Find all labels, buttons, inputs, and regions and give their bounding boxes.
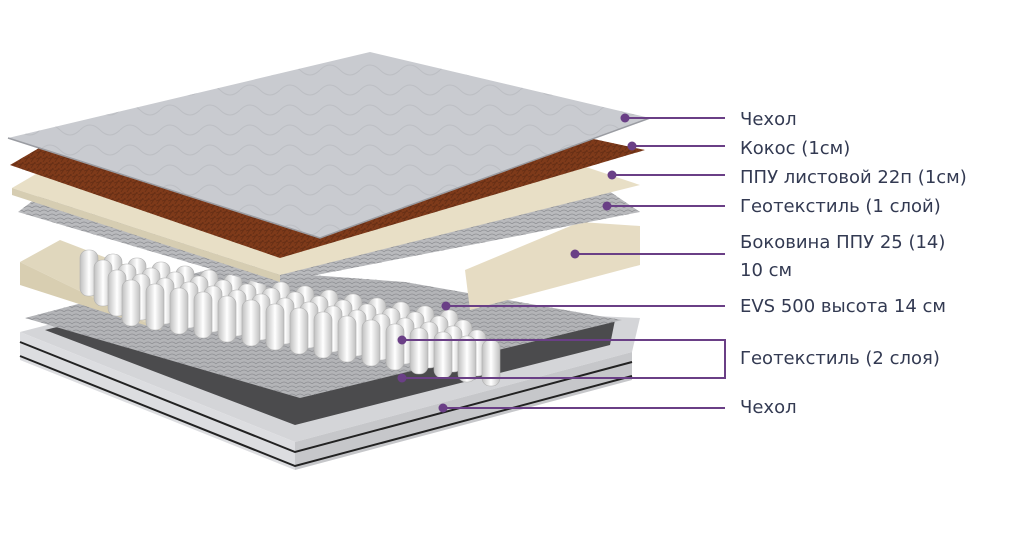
label-side-foam: Боковина ППУ 25 (14) bbox=[740, 232, 946, 253]
spring-pocket bbox=[193, 291, 213, 339]
label-side-foam-height: 10 см bbox=[740, 260, 793, 281]
label-geotextile-1: Геотекстиль (1 слой) bbox=[740, 196, 941, 217]
leader-dot bbox=[627, 141, 637, 151]
spring-pocket bbox=[457, 335, 477, 383]
leader-dot bbox=[397, 335, 407, 345]
top-cover-quilt bbox=[8, 52, 650, 238]
leader-dot bbox=[438, 403, 448, 413]
foam-sheet-edge bbox=[12, 188, 280, 282]
side-foam-right-top bbox=[465, 222, 640, 310]
top-cover-layer bbox=[7, 52, 651, 239]
top-cover-edge bbox=[7, 117, 651, 239]
leader-dot bbox=[441, 301, 451, 311]
label-cover-top: Чехол bbox=[740, 109, 797, 130]
leader-dot bbox=[607, 170, 617, 180]
base-side-left bbox=[20, 332, 295, 470]
label-coconut: Кокос (1см) bbox=[740, 138, 851, 159]
leader-dot bbox=[397, 373, 407, 383]
label-springs: EVS 500 высота 14 см bbox=[740, 296, 946, 317]
leader-geotextile-2 bbox=[402, 339, 726, 379]
spring-pocket bbox=[265, 303, 285, 351]
base-side-right bbox=[295, 352, 632, 470]
spring-pocket bbox=[385, 323, 405, 371]
base-stripe-1 bbox=[19, 341, 633, 454]
spring-pocket bbox=[217, 295, 237, 343]
spring-pocket bbox=[481, 339, 501, 387]
spring-pocket bbox=[121, 279, 141, 327]
spring-pocket bbox=[337, 315, 357, 363]
leader-dot bbox=[602, 201, 612, 211]
spring-pocket bbox=[241, 299, 261, 347]
spring-pocket bbox=[289, 307, 309, 355]
base-stripe-2 bbox=[19, 355, 633, 468]
label-geotextile-2: Геотекстиль (2 слоя) bbox=[740, 348, 940, 369]
spring-pocket bbox=[169, 287, 189, 335]
spring-pocket bbox=[409, 327, 429, 375]
side-foam-right bbox=[465, 222, 640, 310]
spring-pocket bbox=[145, 283, 165, 331]
spring-pocket bbox=[433, 331, 453, 379]
leader-dot bbox=[620, 113, 630, 123]
leader-lines bbox=[397, 113, 726, 413]
leader-dot bbox=[570, 249, 580, 259]
springs-block bbox=[79, 249, 501, 387]
spring-pocket bbox=[313, 311, 333, 359]
label-foam-sheet: ППУ листовой 22п (1см) bbox=[740, 167, 967, 188]
spring-pocket bbox=[361, 319, 381, 367]
label-cover-bottom: Чехол bbox=[740, 397, 797, 418]
